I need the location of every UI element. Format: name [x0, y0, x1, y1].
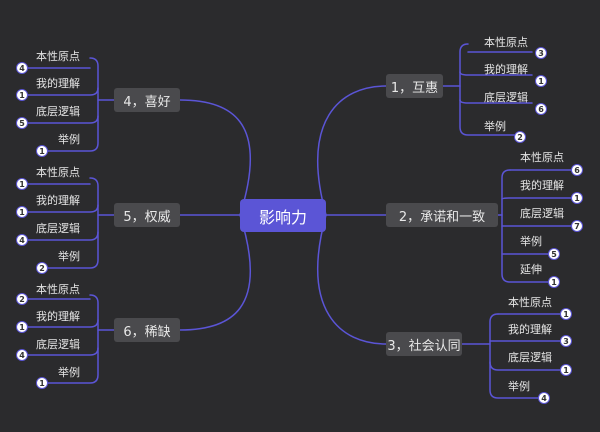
- count-badge: 4: [538, 392, 550, 404]
- leaf-label[interactable]: 本性原点: [36, 166, 80, 179]
- count-badge: 2: [16, 293, 28, 305]
- leaf-label[interactable]: 本性原点: [36, 50, 80, 63]
- leaf-label[interactable]: 底层逻辑: [36, 222, 80, 235]
- leaf-label[interactable]: 我的理解: [36, 77, 80, 90]
- root-node[interactable]: 影响力: [240, 199, 326, 232]
- count-badge: 5: [548, 248, 560, 260]
- count-badge: 1: [16, 89, 28, 101]
- count-badge: 4: [16, 349, 28, 361]
- branch-commitment-consistency[interactable]: 2，承诺和一致: [386, 203, 498, 227]
- leaf-label[interactable]: 本性原点: [36, 283, 80, 296]
- count-badge: 1: [16, 206, 28, 218]
- leaf-label[interactable]: 底层逻辑: [508, 351, 552, 364]
- count-badge: 4: [16, 62, 28, 74]
- leaf-label[interactable]: 举例: [58, 366, 80, 379]
- count-badge: 7: [571, 220, 583, 232]
- leaf-label[interactable]: 我的理解: [36, 194, 80, 207]
- count-badge: 1: [560, 308, 572, 320]
- leaf-label[interactable]: 我的理解: [520, 179, 564, 192]
- count-badge: 1: [535, 75, 547, 87]
- leaf-label[interactable]: 底层逻辑: [520, 207, 564, 220]
- count-badge: 4: [16, 234, 28, 246]
- count-badge: 1: [36, 145, 48, 157]
- count-badge: 2: [514, 131, 526, 143]
- leaf-label[interactable]: 本性原点: [484, 36, 528, 49]
- leaf-label[interactable]: 底层逻辑: [484, 91, 528, 104]
- branch-scarcity[interactable]: 6，稀缺: [114, 318, 180, 342]
- leaf-label[interactable]: 举例: [508, 380, 530, 393]
- branch-social-proof[interactable]: 3，社会认同: [386, 332, 462, 356]
- leaf-label[interactable]: 我的理解: [36, 310, 80, 323]
- leaf-label[interactable]: 举例: [484, 120, 506, 133]
- leaf-label[interactable]: 举例: [58, 133, 80, 146]
- leaf-label[interactable]: 底层逻辑: [36, 105, 80, 118]
- leaf-label[interactable]: 本性原点: [520, 151, 564, 164]
- leaf-label[interactable]: 底层逻辑: [36, 338, 80, 351]
- count-badge: 2: [36, 262, 48, 274]
- count-badge: 5: [16, 117, 28, 129]
- leaf-label[interactable]: 延伸: [520, 263, 542, 276]
- count-badge: 1: [16, 321, 28, 333]
- branch-reciprocity[interactable]: 1，互惠: [386, 74, 443, 98]
- count-badge: 6: [535, 103, 547, 115]
- count-badge: 1: [560, 364, 572, 376]
- count-badge: 1: [16, 178, 28, 190]
- leaf-label[interactable]: 我的理解: [484, 63, 528, 76]
- count-badge: 3: [535, 47, 547, 59]
- leaf-label[interactable]: 举例: [520, 235, 542, 248]
- count-badge: 6: [571, 164, 583, 176]
- count-badge: 3: [560, 335, 572, 347]
- leaf-label[interactable]: 我的理解: [508, 323, 552, 336]
- branch-authority[interactable]: 5，权威: [114, 203, 180, 227]
- branch-liking[interactable]: 4，喜好: [114, 88, 180, 112]
- count-badge: 1: [36, 377, 48, 389]
- count-badge: 1: [571, 192, 583, 204]
- count-badge: 1: [548, 276, 560, 288]
- leaf-label[interactable]: 本性原点: [508, 296, 552, 309]
- leaf-label[interactable]: 举例: [58, 250, 80, 263]
